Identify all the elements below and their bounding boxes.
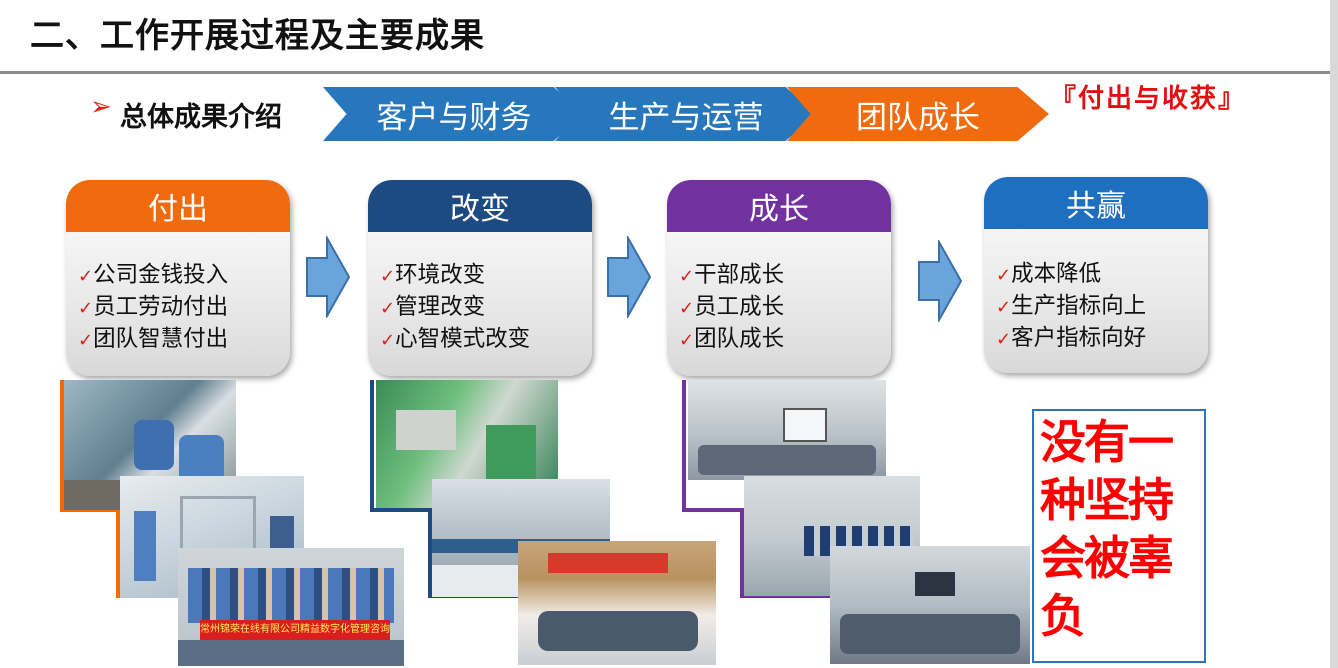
training-photo: [688, 380, 886, 480]
summary-bullet-icon: ➢: [90, 92, 112, 122]
quote-box: [1032, 409, 1206, 663]
check-icon: ✓: [679, 330, 695, 351]
photo-frame-line: [682, 380, 686, 512]
summary-label: 总体成果介绍: [120, 102, 282, 133]
card-list-item: ✓团队成长: [679, 326, 785, 352]
check-icon: ✓: [996, 329, 1012, 350]
check-icon: ✓: [380, 330, 396, 351]
motivational-quote: 没有一种坚持会被辜负: [1040, 415, 1174, 643]
check-icon: ✓: [78, 266, 94, 287]
card-list-item: ✓干部成长: [679, 262, 785, 288]
card-list-item: ✓团队智慧付出: [78, 326, 229, 352]
card-pay: 付出 ✓公司金钱投入 ✓员工劳动付出 ✓团队智慧付出: [66, 180, 290, 376]
right-arrow-icon: [306, 236, 351, 318]
title-divider: [0, 71, 1338, 74]
photo-frame-line: [370, 508, 432, 512]
card-list-item: ✓心智模式改变: [380, 326, 531, 352]
photo-frame-line: [116, 508, 120, 598]
card-list-item: ✓管理改变: [380, 294, 486, 320]
photo-frame-line: [682, 508, 744, 512]
check-icon: ✓: [679, 298, 695, 319]
slide-edge: [1330, 0, 1338, 668]
card-title: 付出: [66, 180, 290, 232]
conference-photo: [830, 546, 1030, 664]
card-win-win: 共赢 ✓成本降低 ✓生产指标向上 ✓客户指标向好: [984, 177, 1208, 373]
card-list-item: ✓员工劳动付出: [78, 294, 229, 320]
check-icon: ✓: [380, 266, 396, 287]
card-list-item: ✓生产指标向上: [996, 293, 1147, 319]
card-list-item: ✓员工成长: [679, 294, 785, 320]
event-banner: 常州锦荣在线有限公司精益数字化管理咨询项目启动大会: [200, 620, 390, 640]
check-icon: ✓: [996, 297, 1012, 318]
card-title: 改变: [368, 180, 592, 232]
tab-customer-finance[interactable]: 客户与财务: [323, 87, 585, 141]
right-arrow-icon: [607, 236, 652, 318]
check-icon: ✓: [679, 266, 695, 287]
page-title: 二、工作开展过程及主要成果: [30, 16, 485, 56]
card-list-item: ✓成本降低: [996, 261, 1102, 287]
right-arrow-icon: [918, 240, 963, 322]
card-change: 改变 ✓环境改变 ✓管理改变 ✓心智模式改变: [368, 180, 592, 376]
card-growth: 成长 ✓干部成长 ✓员工成长 ✓团队成长: [667, 180, 891, 376]
card-list-item: ✓客户指标向好: [996, 325, 1147, 351]
photo-frame-line: [740, 508, 744, 598]
check-icon: ✓: [996, 265, 1012, 286]
card-list-item: ✓环境改变: [380, 262, 486, 288]
card-title: 共赢: [984, 177, 1208, 229]
photo-frame-line: [60, 508, 122, 512]
photo-frame-line: [370, 380, 374, 512]
card-title: 成长: [667, 180, 891, 232]
check-icon: ✓: [78, 330, 94, 351]
tab-team-growth[interactable]: 团队成长: [787, 87, 1049, 141]
team-group-photo: 常州锦荣在线有限公司精益数字化管理咨询项目启动大会: [178, 548, 404, 666]
tab-production-operation[interactable]: 生产与运营: [555, 87, 817, 141]
photo-frame-line: [60, 380, 74, 512]
photo-frame-line: [740, 594, 830, 598]
meeting-room-photo: [518, 541, 716, 665]
photo-frame-line: [428, 508, 432, 598]
check-icon: ✓: [380, 298, 396, 319]
card-list-item: ✓公司金钱投入: [78, 262, 229, 288]
check-icon: ✓: [78, 298, 94, 319]
stamp-title: 『付出与收获』: [1050, 84, 1247, 114]
